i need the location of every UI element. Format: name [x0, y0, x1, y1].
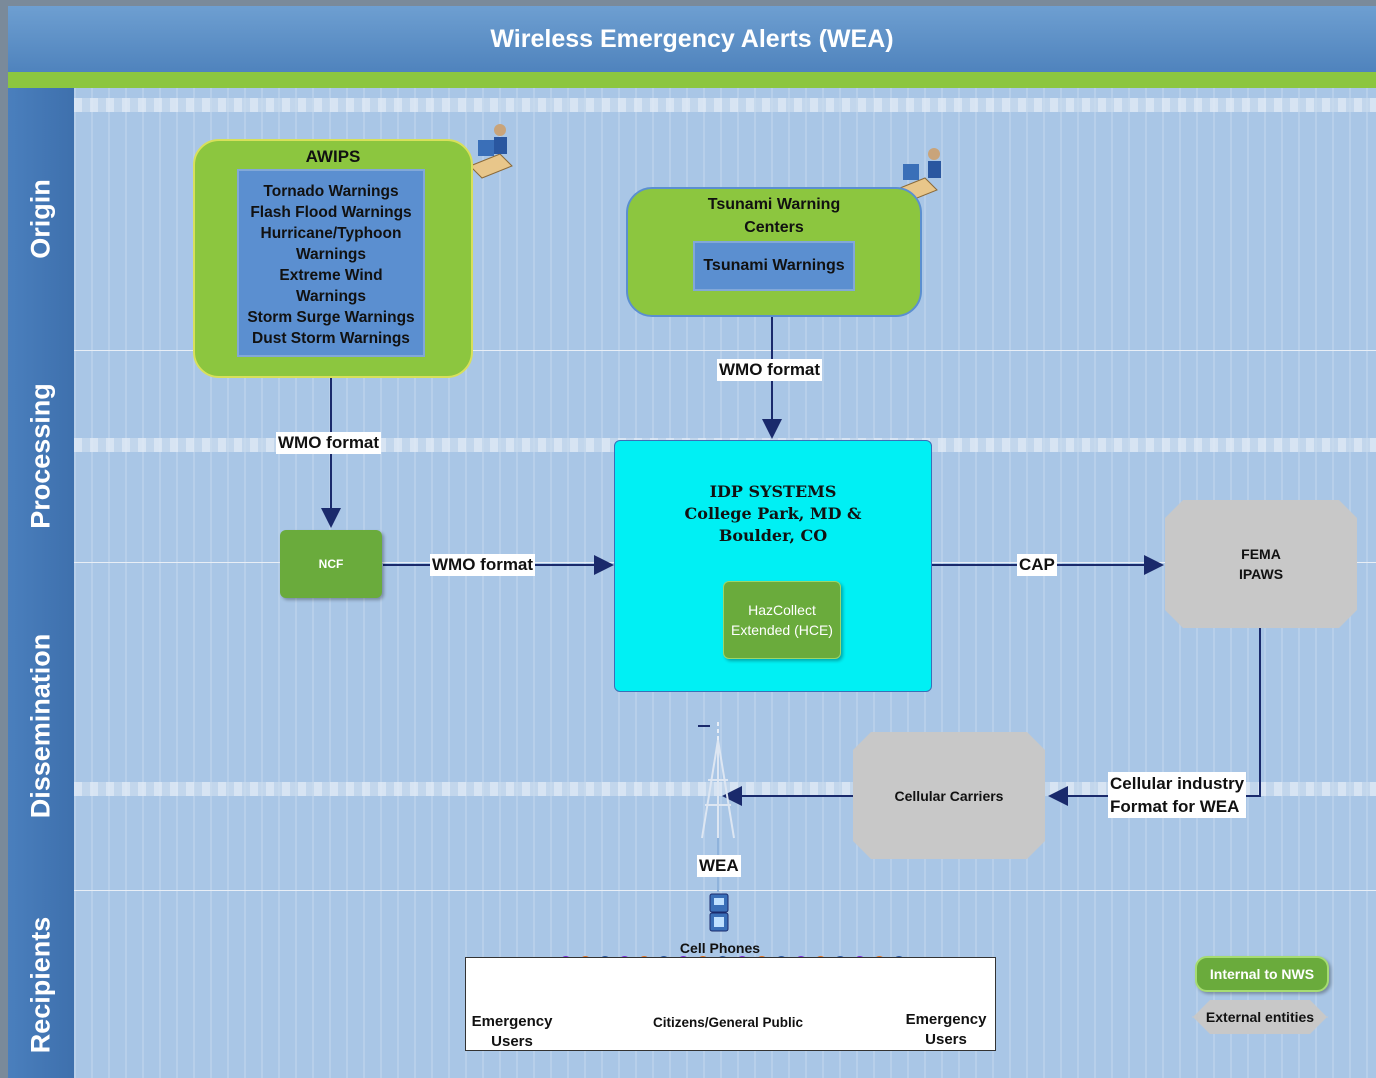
recipients-box: [465, 957, 996, 1051]
edge-label-ncf-wmo: WMO format: [430, 554, 536, 576]
cellular-carriers-node: Cellular Carriers: [853, 732, 1045, 859]
title-accent-bar: [8, 72, 1376, 88]
emergency-users-right: Emergency Users: [905, 1011, 987, 1048]
citizens-label: Citizens/General Public: [652, 1015, 804, 1030]
edge-label-cap: CAP: [1017, 554, 1057, 576]
lane-recipients: Recipients: [8, 890, 74, 1078]
ncf-node: NCF: [280, 530, 382, 598]
cell-phones-label: Cell Phones: [679, 940, 761, 956]
lane-processing: Processing: [8, 350, 74, 564]
arrow-fema-to-carriers: [1048, 628, 1261, 806]
hazcollect-node: HazCollect Extended (HCE): [723, 581, 841, 659]
awips-warnings-list: Tornado Warnings Flash Flood Warnings Hu…: [237, 169, 425, 357]
edge-label-wea: WEA: [697, 855, 741, 877]
edge-label-tsunami-wmo: WMO format: [717, 359, 823, 381]
cell-phone-icon: [709, 893, 729, 932]
emergency-users-left: Emergency Users: [471, 1013, 553, 1050]
cell-tower-icon: [701, 739, 735, 839]
computer-user-icon: [469, 124, 513, 179]
awips-title: AWIPS: [305, 147, 361, 166]
lane-dissemination: Dissemination: [8, 562, 74, 892]
tsunami-centers-node: Tsunami Warning Centers Tsunami Warnings: [626, 187, 922, 317]
edge-label-cellular-format: Cellular industry Format for WEA: [1108, 772, 1247, 818]
edge-label-awips-wmo: WMO format: [276, 432, 382, 454]
diagram-title: Wireless Emergency Alerts (WEA): [8, 6, 1376, 72]
idp-systems-node: IDP SYSTEMS College Park, MD & Boulder, …: [614, 440, 932, 692]
tsunami-title: Tsunami Warning: [707, 196, 841, 213]
awips-node: AWIPS Tornado Warnings Flash Flood Warni…: [193, 139, 473, 378]
legend-external: External entities: [1192, 1000, 1328, 1034]
tsunami-warnings-box: Tsunami Warnings: [693, 241, 855, 291]
legend-internal: Internal to NWS: [1195, 956, 1329, 992]
